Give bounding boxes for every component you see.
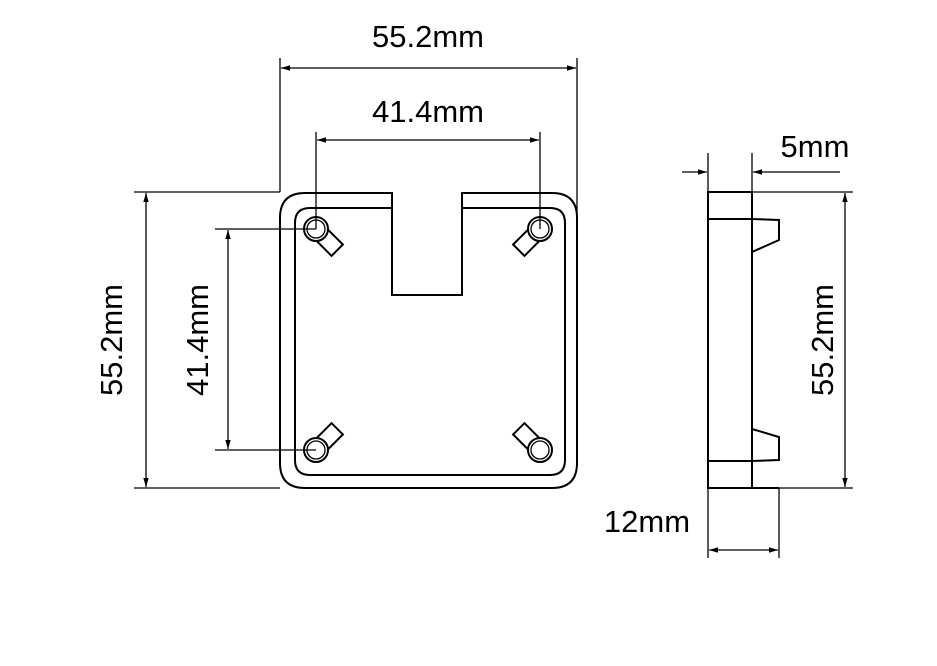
- mounting-hole-top-right: [511, 216, 553, 258]
- front-view: [279, 192, 578, 489]
- dim-overall-width: 55.2mm: [279, 19, 578, 215]
- inner-outline: [294, 207, 566, 476]
- dim-overall-height: 55.2mm: [94, 191, 280, 489]
- mounting-hole-top-left: [303, 216, 345, 258]
- mounting-hole-bottom-left: [303, 421, 345, 463]
- dim-hole-spacing-height: 41.4mm: [180, 228, 316, 451]
- dim-label: 12mm: [604, 504, 690, 539]
- dim-side-height: 55.2mm: [752, 191, 853, 489]
- mounting-hole-bottom-right: [511, 421, 553, 463]
- dim-label: 41.4mm: [372, 94, 484, 129]
- clip-tab-top: [751, 218, 780, 253]
- dim-hole-spacing-width: 41.4mm: [315, 94, 541, 229]
- dim-label: 55.2mm: [372, 19, 484, 54]
- dim-label: 55.2mm: [805, 284, 840, 396]
- dim-label: 55.2mm: [94, 284, 129, 396]
- dim-total-depth: 12mm: [604, 488, 780, 558]
- dim-plate-thickness: 5mm: [682, 129, 849, 192]
- dim-label: 5mm: [781, 129, 850, 164]
- outer-outline: [279, 192, 578, 489]
- side-view: [707, 191, 780, 489]
- dim-label: 41.4mm: [180, 284, 215, 396]
- clip-tab-bottom: [751, 428, 780, 462]
